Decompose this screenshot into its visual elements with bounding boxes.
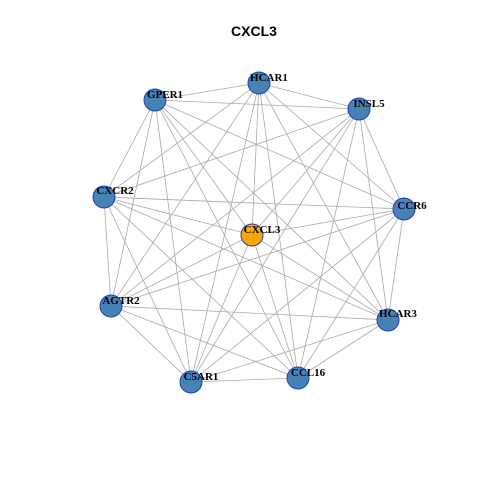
node-cxcl3 xyxy=(240,223,264,247)
edge-ccl16-gper1 xyxy=(154,99,299,379)
node-label-c5ar1: C5AR1 xyxy=(184,371,219,383)
edge-c5ar1-agtr2 xyxy=(110,305,192,383)
node-label-cxcl3: CXCL3 xyxy=(244,224,281,236)
edge-ccr6-ccl16 xyxy=(297,208,405,379)
edge-hcar3-c5ar1 xyxy=(190,319,389,383)
node-label-hcar3: HCAR3 xyxy=(379,308,417,320)
node-insl5 xyxy=(347,97,371,121)
node-label-ccr6: CCR6 xyxy=(397,200,427,212)
node-ccr6 xyxy=(392,197,416,221)
edge-hcar1-insl5 xyxy=(258,82,360,110)
edge-hcar3-ccl16 xyxy=(297,319,389,379)
edge-cxcl3-c5ar1 xyxy=(190,234,253,383)
edge-ccr6-agtr2 xyxy=(110,208,405,307)
node-hcar1 xyxy=(247,71,271,95)
node-cxcr2 xyxy=(92,185,116,209)
edge-hcar1-ccr6 xyxy=(258,82,405,210)
node-ccl16 xyxy=(286,366,310,390)
edge-cxcl3-hcar1 xyxy=(251,82,260,236)
edge-insl5-c5ar1 xyxy=(190,108,360,383)
edge-ccr6-cxcr2 xyxy=(103,196,405,210)
node-gper1 xyxy=(143,88,167,112)
edge-ccr6-hcar3 xyxy=(387,208,405,321)
edge-insl5-hcar3 xyxy=(358,108,389,321)
node-label-hcar1: HCAR1 xyxy=(250,72,288,84)
edge-c5ar1-cxcr2 xyxy=(103,196,192,383)
edge-layer xyxy=(103,82,405,383)
edge-c5ar1-gper1 xyxy=(154,99,192,383)
edge-cxcr2-gper1 xyxy=(103,99,156,198)
node-agtr2 xyxy=(99,294,123,318)
edge-cxcl3-insl5 xyxy=(251,108,360,236)
edge-hcar3-cxcr2 xyxy=(103,196,389,321)
node-label-agtr2: AGTR2 xyxy=(102,295,140,307)
edge-agtr2-gper1 xyxy=(110,99,156,307)
node-label-gper1: GPER1 xyxy=(147,89,183,101)
edge-ccr6-gper1 xyxy=(154,99,405,210)
edge-hcar3-gper1 xyxy=(154,99,389,321)
edge-hcar1-ccl16 xyxy=(258,82,299,379)
edge-ccl16-agtr2 xyxy=(110,305,299,379)
edge-hcar1-hcar3 xyxy=(258,82,389,321)
edge-insl5-gper1 xyxy=(154,99,360,110)
edge-cxcl3-ccr6 xyxy=(251,208,405,236)
graph-title: CXCL3 xyxy=(231,23,277,39)
edge-hcar1-cxcr2 xyxy=(103,82,260,198)
node-label-ccl16: CCL16 xyxy=(291,367,326,379)
edge-insl5-ccr6 xyxy=(358,108,405,210)
edge-cxcl3-cxcr2 xyxy=(103,196,253,236)
edge-insl5-ccl16 xyxy=(297,108,360,379)
edge-ccr6-c5ar1 xyxy=(190,208,405,383)
edge-hcar1-agtr2 xyxy=(110,82,260,307)
node-c5ar1 xyxy=(179,370,203,394)
edge-hcar3-agtr2 xyxy=(110,305,389,321)
node-label-cxcr2: CXCR2 xyxy=(96,185,134,197)
edge-cxcl3-agtr2 xyxy=(110,234,253,307)
edge-insl5-agtr2 xyxy=(110,108,360,307)
edge-agtr2-cxcr2 xyxy=(103,196,112,307)
edge-cxcl3-gper1 xyxy=(154,99,253,236)
node-label-insl5: INSL5 xyxy=(353,98,385,110)
edge-ccl16-c5ar1 xyxy=(190,377,299,383)
edge-hcar1-c5ar1 xyxy=(190,82,260,383)
edge-ccl16-cxcr2 xyxy=(103,196,299,379)
node-hcar3 xyxy=(376,308,400,332)
node-layer xyxy=(92,71,416,394)
edge-insl5-cxcr2 xyxy=(103,108,360,198)
edge-hcar1-gper1 xyxy=(154,82,260,101)
edge-cxcl3-ccl16 xyxy=(251,234,299,379)
